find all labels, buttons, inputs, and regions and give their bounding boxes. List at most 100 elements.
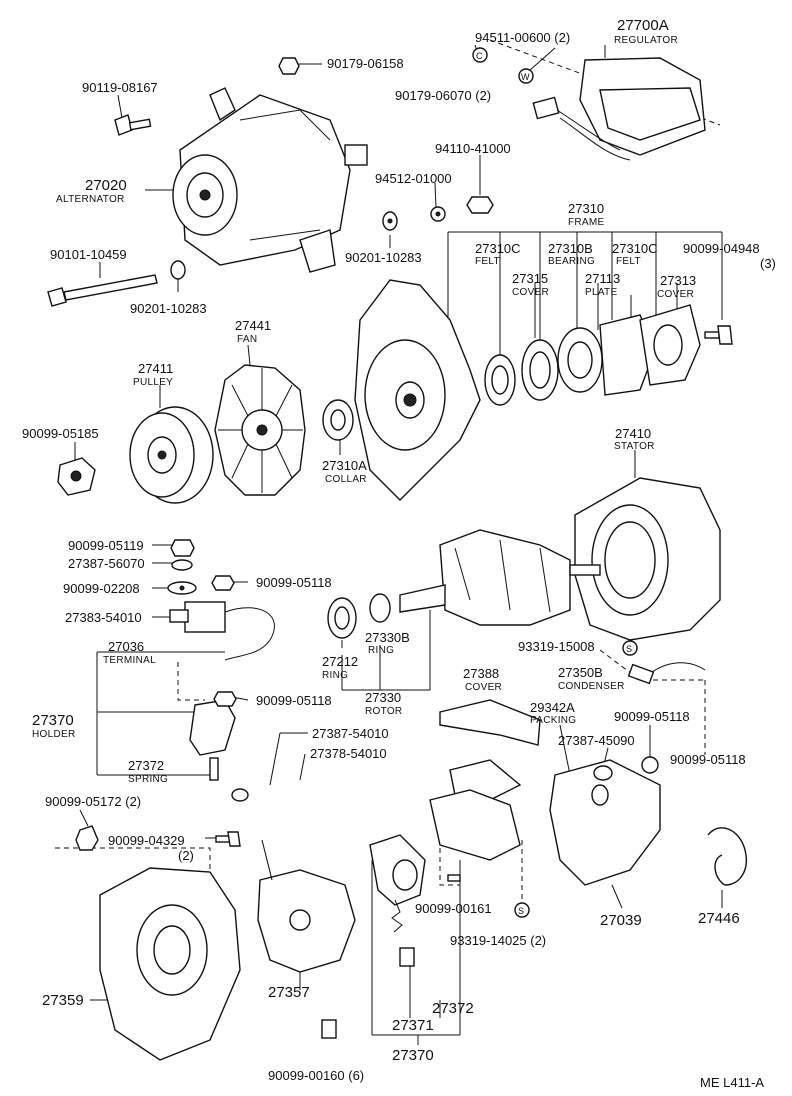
label-27410: 27410 <box>615 426 651 441</box>
label-90099-05119: 90099-05119 <box>68 538 144 553</box>
label-27350B: 27350B <box>558 665 603 680</box>
cover-27388 <box>439 699 541 801</box>
felt-a <box>484 354 516 406</box>
label-pulley: PULLEY <box>133 377 173 388</box>
label-94511-00600: 94511-00600 (2) <box>475 30 570 45</box>
insulator-27387-56070 <box>171 559 193 571</box>
nut-90099-05185 <box>57 457 96 496</box>
label-ring-27212: RING <box>322 670 348 681</box>
label-cover-27315: COVER <box>512 287 549 298</box>
label-cover-27313: COVER <box>657 289 694 300</box>
label-27310: 27310 <box>568 201 604 216</box>
label-27446: 27446 <box>698 910 740 927</box>
label-spring: SPRING <box>128 774 168 785</box>
label-90119-08167: 90119-08167 <box>82 80 158 95</box>
svg-text:W: W <box>521 72 530 82</box>
s-screw-icon-a: S <box>622 640 638 656</box>
nut-90179-06158 <box>278 57 300 75</box>
pulley <box>129 406 214 504</box>
nut-94110-41000 <box>466 196 494 214</box>
label-90099-05118-a: 90099-05118 <box>256 575 332 590</box>
label-27372-spring: 27372 <box>128 758 164 773</box>
label-90179-06070: 90179-06070 (2) <box>395 88 491 103</box>
end-frame <box>99 867 241 1061</box>
stator <box>574 477 721 641</box>
label-27113: 27113 <box>585 271 620 286</box>
s-screw-icon-b: S <box>514 902 530 918</box>
fan <box>214 364 306 496</box>
svg-text:C: C <box>476 51 483 61</box>
label-93319-15008: 93319-15008 <box>518 639 595 654</box>
nut-90099-05118-d <box>641 756 659 774</box>
label-27212: 27212 <box>322 654 358 669</box>
label-regulator: REGULATOR <box>614 35 678 46</box>
label-90099-00160: 90099-00160 (6) <box>268 1068 364 1083</box>
label-packing: PACKING <box>530 715 576 726</box>
label-27383-54010: 27383-54010 <box>65 610 142 625</box>
label-90099-04948: 90099-04948 <box>683 241 760 256</box>
nut-90099-05119 <box>170 539 195 557</box>
label-27330: 27330 <box>365 690 401 705</box>
screw-90099-04948 <box>704 325 733 345</box>
label-27330B: 27330B <box>365 630 410 645</box>
label-condenser: CONDENSER <box>558 681 625 692</box>
label-plate: PLATE <box>585 287 617 298</box>
label-felt-a: FELT <box>475 256 500 267</box>
bolt-90101-10459 <box>47 274 158 307</box>
label-felt-b: FELT <box>616 256 641 267</box>
label-bearing: BEARING <box>548 256 595 267</box>
label-27370-holder: 27370 <box>32 712 74 729</box>
frame <box>354 279 481 501</box>
label-27441: 27441 <box>235 318 271 333</box>
screw-90099-00160 <box>321 1019 337 1039</box>
label-frame: FRAME <box>568 217 605 228</box>
label-90099-04329: 90099-04329 <box>108 833 185 848</box>
label-27315: 27315 <box>512 271 548 286</box>
c-washer-icon: C <box>472 47 488 63</box>
bolt-90119-08167 <box>114 114 152 136</box>
label-27310A: 27310A <box>322 458 367 473</box>
label-27310C-a: 27310C <box>475 241 521 256</box>
washer-90099-02208 <box>167 581 197 595</box>
label-90099-00161: 90099-00161 <box>415 901 492 916</box>
brush-holder-parts <box>369 789 521 967</box>
label-cover-27388: COVER <box>465 682 502 693</box>
label-alternator: ALTERNATOR <box>56 194 125 205</box>
w-washer-icon: W <box>518 68 534 84</box>
nut-90099-05172 <box>75 825 99 851</box>
label-90201-10283-a: 90201-10283 <box>345 250 422 265</box>
ring-27212 <box>327 597 357 639</box>
nut-90099-05118-b <box>213 691 237 707</box>
regulator <box>532 57 706 161</box>
label-90201-10283-b: 90201-10283 <box>130 301 207 316</box>
label-27387-54010: 27387-54010 <box>312 726 389 741</box>
svg-text:S: S <box>518 906 524 916</box>
label-ring-27330B: RING <box>368 645 394 656</box>
cover-27039 <box>549 759 661 886</box>
label-94512-01000: 94512-01000 <box>375 171 452 186</box>
label-collar: COLLAR <box>325 474 367 485</box>
label-27310B: 27310B <box>548 241 593 256</box>
label-27313: 27313 <box>660 273 696 288</box>
label-27370-sub: 27370 <box>392 1047 434 1064</box>
label-27357: 27357 <box>268 984 310 1001</box>
label-27359: 27359 <box>42 992 84 1009</box>
holder <box>189 699 236 781</box>
label-90101-10459: 90101-10459 <box>50 247 127 262</box>
label-90099-02208: 90099-02208 <box>63 581 140 596</box>
label-27372: 27372 <box>432 1000 474 1017</box>
label-90099-04329-qty: (2) <box>178 848 194 863</box>
screw-90099-04329 <box>215 831 241 847</box>
washer-94512-01000 <box>430 206 446 222</box>
label-stator: STATOR <box>614 441 655 452</box>
label-90099-05118-d: 90099-05118 <box>670 752 746 767</box>
label-27039: 27039 <box>600 912 642 929</box>
condenser <box>627 662 706 685</box>
label-27036: 27036 <box>108 639 144 654</box>
sheet-code: ME L411-A <box>700 1075 764 1090</box>
label-90099-04948-qty: (3) <box>760 256 776 271</box>
label-29342A: 29342A <box>530 700 575 715</box>
washer-90201-a <box>382 211 398 231</box>
screw-90099-00161 <box>447 874 461 882</box>
